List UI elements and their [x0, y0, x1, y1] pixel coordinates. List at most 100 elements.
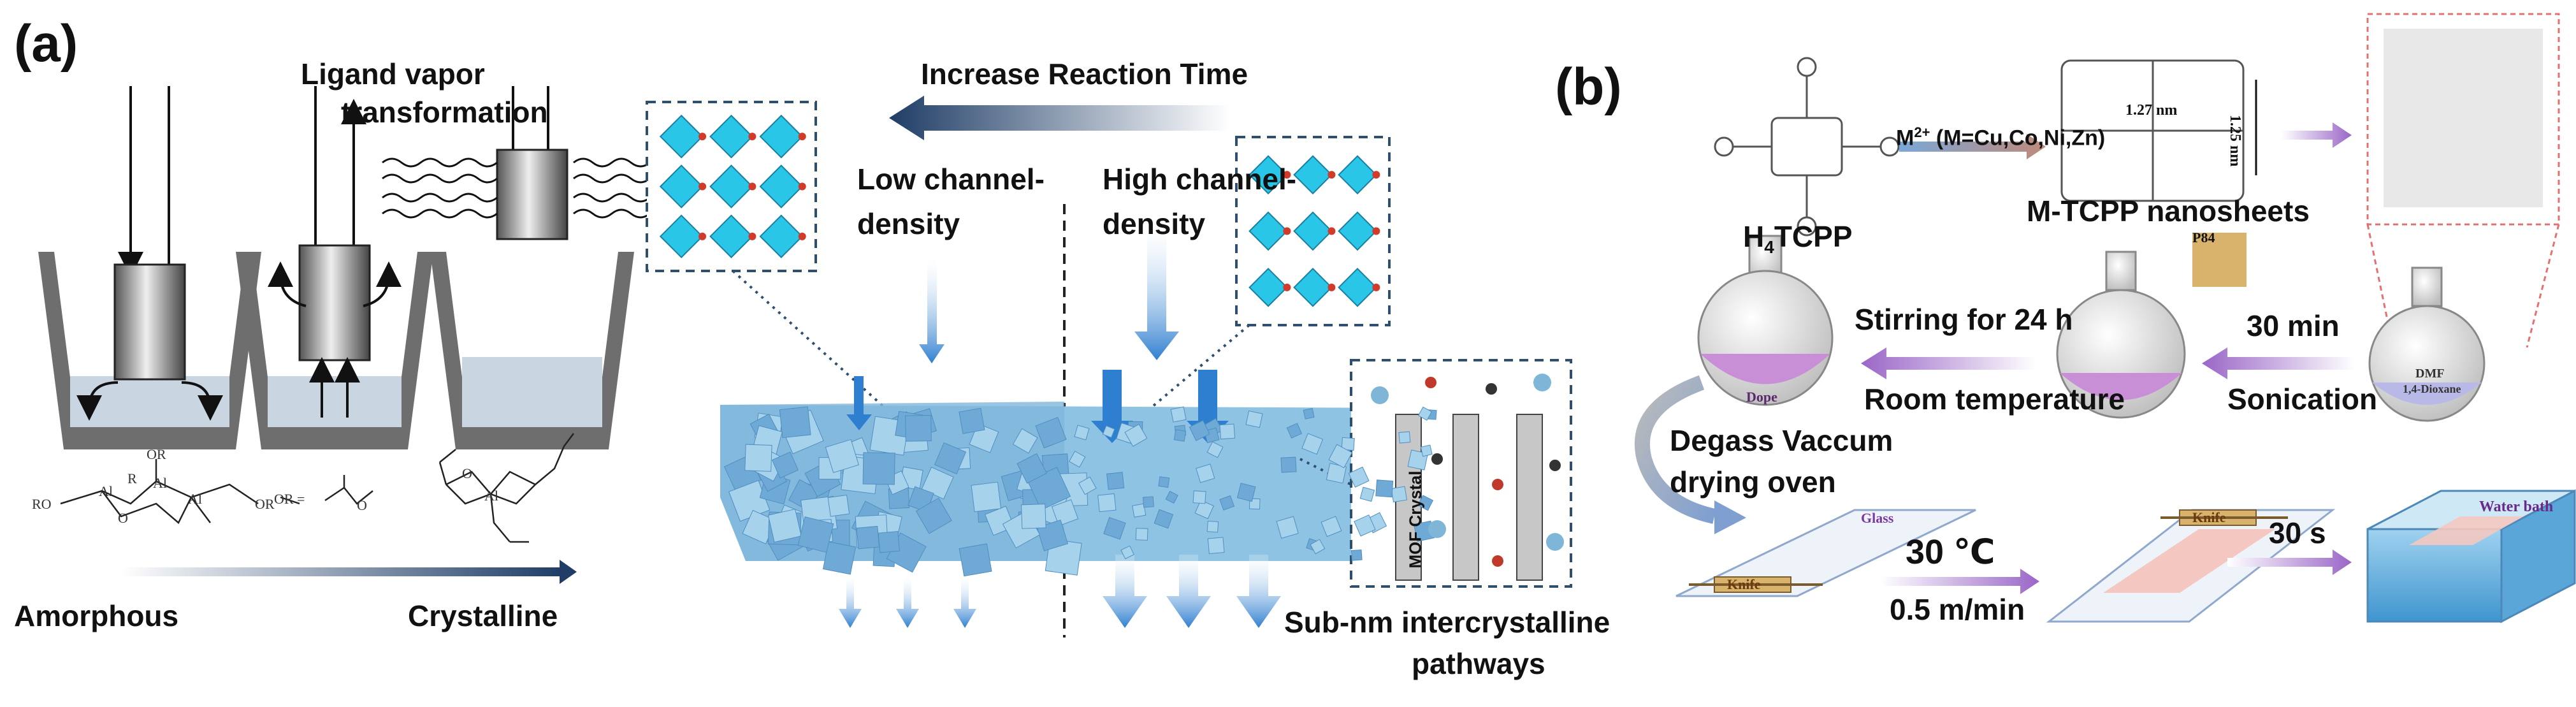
flask-p84	[2056, 233, 2247, 419]
chem-o-label-1: O	[118, 510, 128, 526]
chem-ro-label: RO	[32, 496, 52, 512]
arrow-to-glass	[1634, 375, 1716, 524]
knife-label-2: Knife	[2192, 509, 2226, 525]
crystalline-label: Crystalline	[408, 599, 558, 632]
panel-label-a: (a)	[14, 15, 78, 73]
crystal-cube	[1219, 423, 1236, 440]
mof-node	[1372, 227, 1380, 235]
mof-lattice-right	[1248, 155, 1380, 307]
sonication-label: Sonication	[2227, 383, 2378, 416]
mof-polyhedron	[1293, 155, 1333, 194]
vessel-3	[382, 86, 651, 449]
chem-al-label-3: Al	[188, 491, 202, 507]
crystal-cubes	[723, 406, 1437, 577]
leader-line-left	[732, 270, 894, 416]
crystal-cube	[1359, 486, 1375, 502]
mof-polyhedron	[759, 114, 804, 159]
crystal-cube	[1375, 479, 1394, 498]
crystal-cube	[1206, 441, 1224, 458]
crystal-cube	[771, 451, 799, 479]
mof-polyhedron	[1293, 268, 1333, 307]
crystal-cube	[1194, 499, 1214, 520]
amorphous-label: Amorphous	[14, 599, 179, 632]
mof-crystal-label: MOF Crystal	[1405, 470, 1425, 569]
increase-reaction-time-label: Increase Reaction Time	[921, 57, 1248, 91]
crystal-cube	[1120, 545, 1134, 560]
chem-o-label-3: O	[357, 497, 367, 513]
crystal-cube	[971, 481, 1002, 513]
crystal-cube	[1097, 493, 1117, 513]
crystal-cube	[1236, 483, 1256, 502]
crystal-cube	[1158, 476, 1170, 488]
crystal-cube	[1417, 406, 1433, 421]
low-channel-label-1: Low channel-	[857, 163, 1045, 196]
mof-node	[748, 133, 756, 141]
degass-label-2: drying oven	[1670, 465, 1836, 499]
metal-ion-charge: 2+	[1914, 124, 1930, 140]
crystal-cube	[1326, 463, 1347, 484]
arrow-to-glass-head	[1714, 500, 1746, 534]
crystal-cube	[1196, 463, 1215, 483]
crystal-cube	[1207, 537, 1225, 555]
crystal-cube	[1192, 490, 1206, 504]
ligand-vapor-label-2: transformation	[341, 96, 548, 129]
crystal-cube	[1301, 433, 1324, 455]
h4tcpp-label: H4TCPP	[1743, 220, 1853, 258]
crystal-cube	[823, 541, 857, 575]
crystal-cube	[1189, 419, 1210, 441]
chem-structure-alkoxide	[60, 459, 373, 524]
crystal-cube	[1348, 466, 1370, 488]
crystal-cube	[1391, 486, 1408, 503]
mof-polyhedron	[709, 164, 753, 208]
mof-node	[698, 182, 707, 191]
crystal-cube	[825, 439, 859, 473]
crystal-cube	[1154, 509, 1174, 529]
crystal-cube	[1103, 516, 1126, 540]
mof-polyhedron	[659, 164, 704, 208]
knife-label-1: Knife	[1727, 576, 1761, 592]
crystal-cube	[959, 407, 985, 434]
mof-node	[1283, 171, 1291, 179]
arrow-to-waterbath	[2227, 550, 2352, 575]
crystal-cube	[1102, 425, 1115, 439]
glass-plate-1	[1675, 509, 1976, 597]
amorphous-crystalline-arrow	[121, 560, 577, 584]
crystal-cube	[856, 525, 880, 550]
mof-polyhedron	[659, 114, 704, 159]
speed-label: 0.5 m/min	[1890, 593, 2025, 626]
crystal-cube	[878, 530, 901, 553]
crystal-cube	[1142, 496, 1154, 508]
arrow-sonication	[2202, 347, 2355, 379]
dmf-label: DMF	[2415, 367, 2445, 381]
sub-nm-label-1: Sub-nm intercrystalline	[1284, 606, 1610, 639]
gas-molecule	[1492, 479, 1503, 490]
arrow-to-nanosheet	[1899, 134, 2046, 159]
mof-node	[1328, 283, 1336, 291]
crystal-cube	[1417, 495, 1434, 511]
h4tcpp-sub: 4	[1764, 237, 1774, 258]
mof-polyhedron	[1338, 155, 1377, 194]
chem-or-label-1: OR	[147, 446, 166, 462]
thirty-c-label: 30 ℃	[1906, 533, 1995, 571]
chem-al-label-1: Al	[99, 483, 113, 499]
crystal-cube	[1206, 520, 1219, 533]
crystal-cube	[1124, 423, 1148, 447]
gas-molecule	[1486, 383, 1497, 395]
crystal-cube	[959, 543, 992, 577]
flask-dmf	[2368, 266, 2486, 422]
crystal-cube	[915, 497, 952, 534]
mof-polyhedron	[1338, 268, 1377, 307]
mof-polyhedron	[759, 164, 804, 208]
gas-molecule	[1533, 374, 1551, 391]
crystal-cube	[1074, 425, 1090, 441]
mof-polyhedron	[1248, 211, 1288, 251]
crystal-cube	[1398, 431, 1411, 444]
mof-node	[748, 232, 756, 240]
water-bath	[2366, 489, 2576, 623]
crystal-cube	[1219, 495, 1235, 511]
crystal-cube	[934, 442, 967, 475]
metal-list: (M=Cu,Co,Ni,Zn)	[1936, 126, 2106, 150]
crystal-cube	[1321, 516, 1342, 537]
crystal-cube	[1069, 451, 1086, 468]
degass-label-1: Degass Vaccum	[1670, 424, 1893, 457]
